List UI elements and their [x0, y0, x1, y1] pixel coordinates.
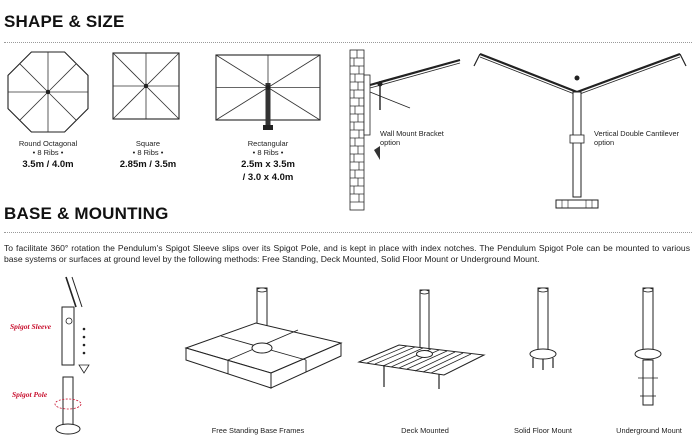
mount-label-deck: Deck Mounted — [401, 426, 449, 435]
deck-mounted-diagram — [357, 289, 486, 389]
spigot-sleeve-label: Spigot Sleeve — [10, 322, 52, 331]
octagonal-ribs: • 8 Ribs • — [32, 148, 64, 157]
octagonal-name: Round Octagonal — [18, 139, 78, 148]
mount-label-free-standing: Free Standing Base Frames — [211, 426, 305, 435]
shape-size-title: SHAPE & SIZE — [4, 12, 125, 31]
mount-label-solid-floor: Solid Floor Mount — [514, 426, 572, 435]
square-name: Square — [135, 139, 161, 148]
rectangular-size-2: / 3.0 x 4.0m — [242, 172, 294, 183]
square-ribs: • 8 Ribs • — [132, 148, 164, 157]
base-mounting-description: To facilitate 360° rotation the Pendulum… — [4, 243, 690, 265]
free-standing-base-diagram — [184, 287, 343, 389]
cantilever-label-1: Vertical Double Cantilever — [594, 129, 680, 138]
square-size: 2.85m / 3.5m — [119, 159, 177, 170]
octagonal-size: 3.5m / 4.0m — [22, 159, 74, 170]
rectangular-name: Rectangular — [247, 139, 289, 148]
base-mounting-title: BASE & MOUNTING — [4, 204, 169, 223]
solid-floor-mount-diagram — [529, 287, 557, 370]
cantilever-label-2: option — [594, 138, 615, 147]
square-umbrella-diagram — [112, 52, 180, 120]
wall-mount-label-2: option — [380, 138, 401, 147]
rectangular-ribs: • 8 Ribs • — [252, 148, 284, 157]
octagonal-umbrella-diagram — [7, 51, 89, 133]
wall-mount-diagram — [349, 49, 461, 211]
mount-label-underground: Underground Mount — [616, 426, 682, 435]
divider-bottom — [4, 232, 692, 233]
wall-mount-label-1: Wall Mount Bracket — [380, 129, 444, 138]
rectangular-size-1: 2.5m x 3.5m — [241, 159, 295, 170]
underground-mount-diagram — [634, 287, 662, 406]
spigot-pole-label: Spigot Pole — [12, 390, 48, 399]
double-cantilever-diagram — [473, 52, 687, 209]
spigot-diagram — [54, 276, 90, 435]
divider-top — [4, 42, 692, 43]
rectangular-umbrella-diagram — [215, 54, 321, 130]
